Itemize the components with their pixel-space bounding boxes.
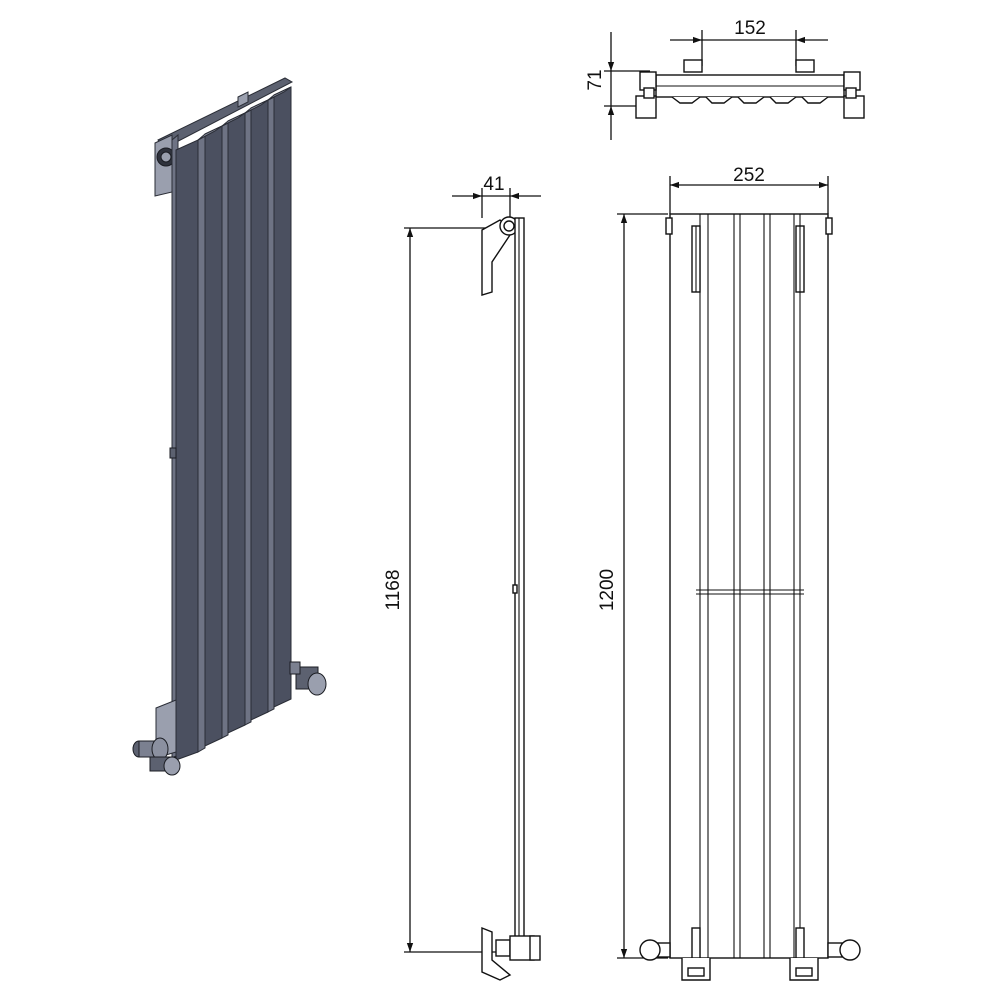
side-view-depth-label: 41 <box>483 174 504 195</box>
radiator-3d-view <box>132 77 327 776</box>
front-view-height-label: 1200 <box>597 569 618 611</box>
top-view-width-label: 152 <box>734 18 766 39</box>
front-view-width-label: 252 <box>733 165 765 186</box>
side-view-height-label: 1168 <box>383 570 404 611</box>
top-view: 152 71 <box>585 18 865 140</box>
side-view: 41 1168 <box>383 174 541 981</box>
front-view: 252 1200 <box>597 165 861 981</box>
top-view-depth-label: 71 <box>585 69 606 90</box>
